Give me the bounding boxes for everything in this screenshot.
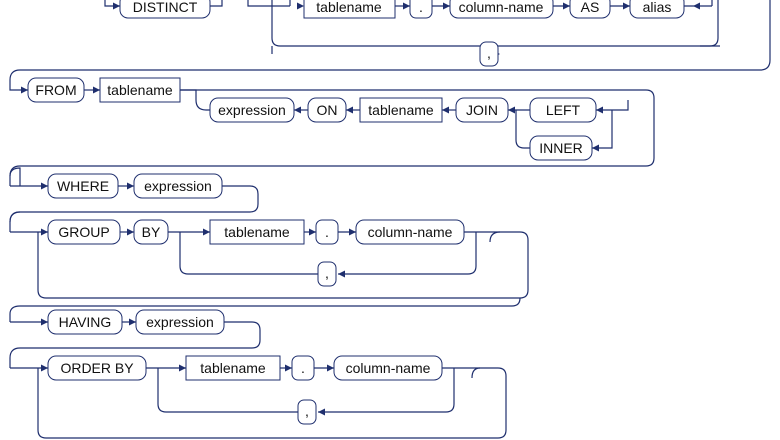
order-by-section: ORDER BY tablename . column-name , xyxy=(47,355,443,425)
group-keyword: GROUP xyxy=(47,219,121,245)
from-tablename-label: tablename xyxy=(107,82,173,98)
having-section: HAVING expression xyxy=(47,309,225,335)
by-label: BY xyxy=(142,224,161,240)
join-keyword: JOIN xyxy=(455,97,509,123)
where-expression-box: expression xyxy=(133,173,223,199)
as-label: AS xyxy=(581,0,600,15)
from-keyword: FROM xyxy=(27,77,85,103)
select-comma-keyword: , xyxy=(479,41,499,67)
order-column-name-box: column-name xyxy=(333,355,443,381)
select-column-name-box: column-name xyxy=(449,0,554,19)
group-tablename-label: tablename xyxy=(224,224,290,240)
inner-label: INNER xyxy=(539,140,583,156)
having-expression-label: expression xyxy=(146,314,214,330)
select-dot-keyword: . xyxy=(409,0,433,19)
from-section: FROM tablename expression ON tablename J… xyxy=(27,77,597,161)
group-dot-keyword: . xyxy=(315,219,339,245)
where-label: WHERE xyxy=(57,178,109,194)
order-tablename-box: tablename xyxy=(185,355,281,381)
having-label: HAVING xyxy=(59,314,112,330)
by-keyword: BY xyxy=(133,219,169,245)
group-tablename-box: tablename xyxy=(209,219,305,245)
from-tablename-box: tablename xyxy=(99,77,181,103)
inner-keyword: INNER xyxy=(529,135,593,161)
group-column-name-label: column-name xyxy=(368,224,453,240)
join-expression-box: expression xyxy=(209,97,295,123)
alias-box: alias xyxy=(629,0,685,19)
where-expression-label: expression xyxy=(144,178,212,194)
order-column-name-label: column-name xyxy=(346,360,431,376)
alias-label: alias xyxy=(643,0,672,15)
having-expression-box: expression xyxy=(135,309,225,335)
from-label: FROM xyxy=(35,82,76,98)
group-dot-label: . xyxy=(325,224,329,240)
order-tablename-label: tablename xyxy=(200,360,266,376)
group-column-name-box: column-name xyxy=(355,219,465,245)
order-comma-label: , xyxy=(305,403,309,419)
where-section: WHERE expression xyxy=(47,173,223,199)
select-tablename-box: tablename xyxy=(303,0,396,19)
order-dot-keyword: . xyxy=(291,355,315,381)
on-keyword: ON xyxy=(307,97,347,123)
select-comma-label: , xyxy=(487,45,491,61)
join-tablename-label: tablename xyxy=(368,102,434,118)
as-keyword: AS xyxy=(569,0,611,19)
select-dot-label: . xyxy=(419,0,423,15)
group-by-section: GROUP BY tablename . column-name , xyxy=(47,219,465,287)
where-keyword: WHERE xyxy=(47,173,119,199)
order-dot-label: . xyxy=(301,360,305,376)
select-section: DISTINCT tablename . column-name AS alia… xyxy=(119,0,685,67)
join-expression-label: expression xyxy=(218,102,286,118)
group-label: GROUP xyxy=(58,224,109,240)
having-keyword: HAVING xyxy=(47,309,123,335)
connector-lines xyxy=(9,0,771,439)
distinct-label: DISTINCT xyxy=(133,0,198,15)
order-comma-keyword: , xyxy=(297,399,317,425)
order-by-label: ORDER BY xyxy=(60,360,134,376)
group-comma-label: , xyxy=(325,265,329,281)
select-column-name-label: column-name xyxy=(459,0,544,15)
distinct-keyword: DISTINCT xyxy=(119,0,211,19)
join-tablename-box: tablename xyxy=(359,97,443,123)
group-comma-keyword: , xyxy=(317,261,337,287)
join-label: JOIN xyxy=(466,102,498,118)
order-by-keyword: ORDER BY xyxy=(47,355,147,381)
left-keyword: LEFT xyxy=(529,97,597,123)
arrowheads xyxy=(21,2,700,416)
left-label: LEFT xyxy=(546,102,581,118)
on-label: ON xyxy=(317,102,338,118)
select-tablename-label: tablename xyxy=(316,0,382,15)
